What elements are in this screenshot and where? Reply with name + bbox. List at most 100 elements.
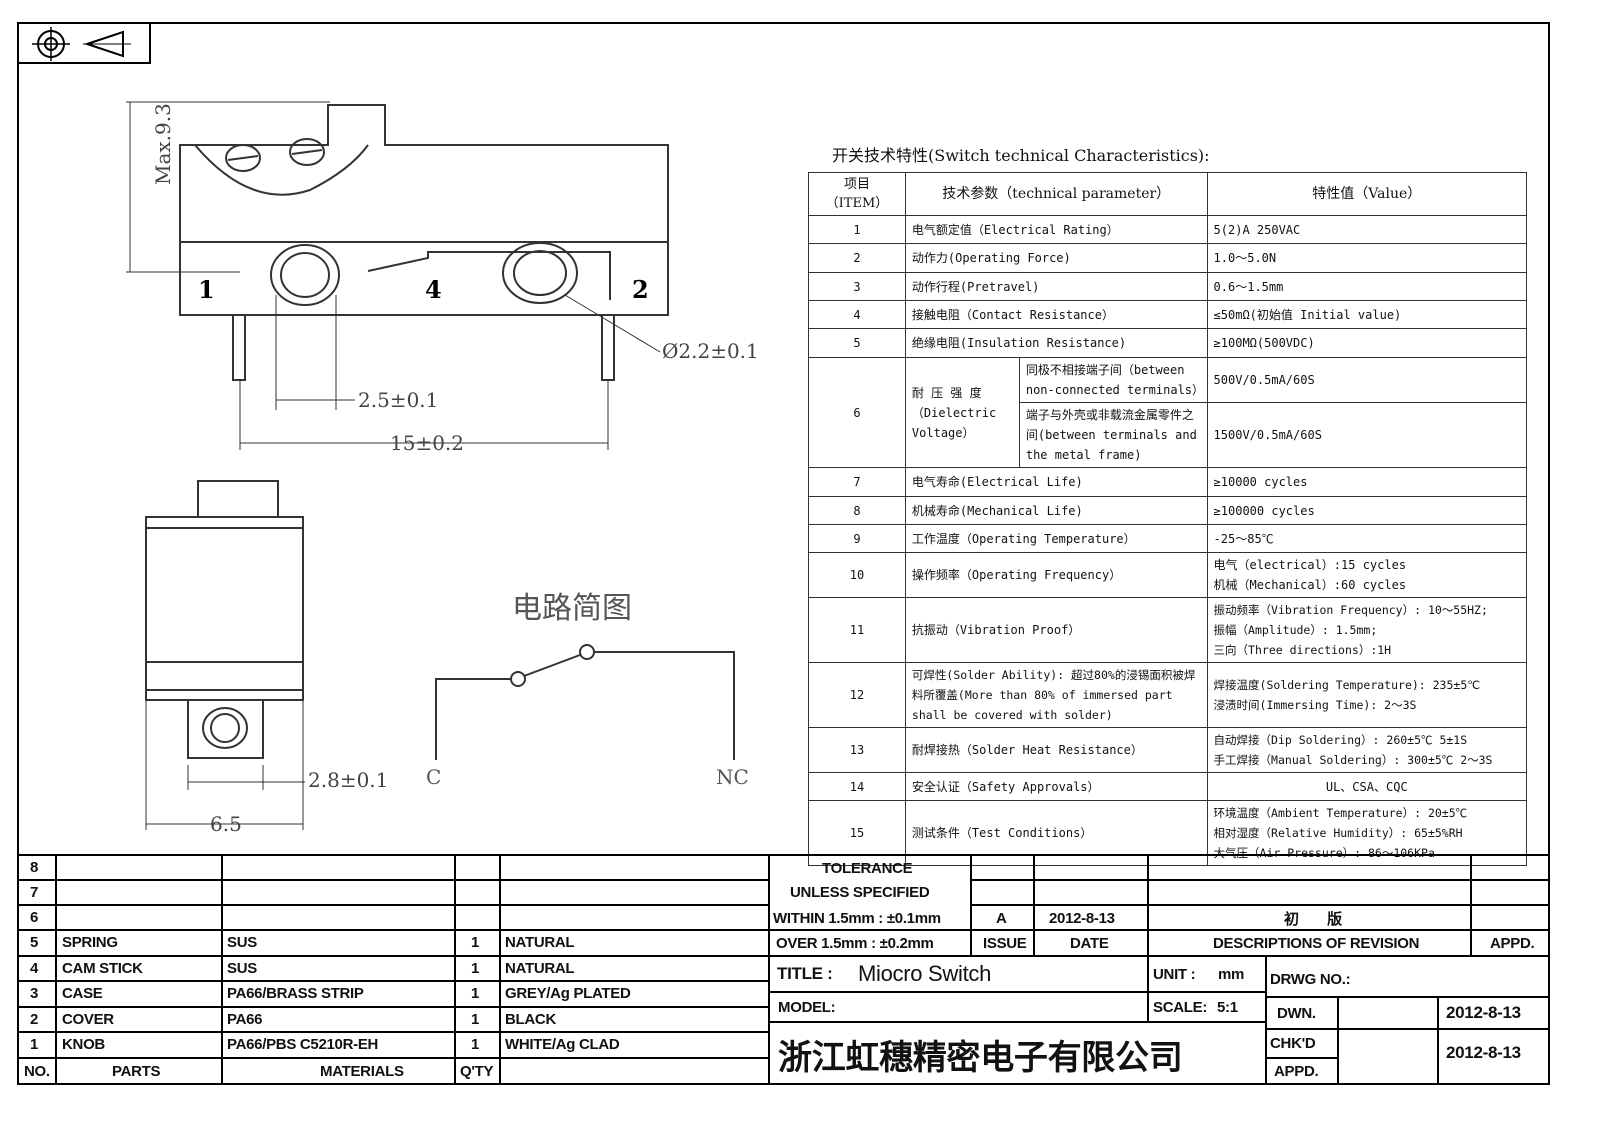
bom-material: PA66/BRASS STRIP [227, 985, 364, 1002]
item-no: 8 [808, 496, 906, 525]
tolerance-within: WITHIN 1.5mm : ±0.1mm [773, 909, 941, 927]
dwn-date: 2012-8-13 [1446, 1003, 1521, 1022]
appd-label: APPD. [1490, 934, 1535, 952]
param: 机械寿命(Mechanical Life) [904, 496, 1208, 525]
condition: 同极不相接端子间（between non-connected terminals… [1018, 357, 1208, 403]
bom-no: 4 [30, 960, 39, 977]
param: 工作温度（Operating Temperature） [904, 524, 1208, 553]
bom-no: 1 [30, 1036, 39, 1053]
bom-no: 5 [30, 934, 39, 951]
terminal-2-label: 2 [632, 275, 649, 304]
item-no: 4 [808, 300, 906, 329]
bom-no: 2 [30, 1011, 39, 1028]
bom-qty: 1 [471, 960, 480, 977]
value: 1.0～5.0N [1206, 243, 1528, 273]
spec-table: 项目 （ITEM） 技术参数（technical parameter） 特性值（… [808, 172, 1528, 866]
param: 动作力(Operating Force) [904, 243, 1208, 273]
header-param: 技术参数（technical parameter） [904, 172, 1208, 216]
bom-finish: WHITE/Ag CLAD [505, 1036, 620, 1053]
drawing-number-label: DRWG NO.: [1270, 970, 1351, 988]
circuit-label-nc: NC [716, 765, 749, 789]
item-no: 5 [808, 328, 906, 358]
bom-part: KNOB [62, 1036, 105, 1053]
unit-value: mm [1218, 965, 1245, 983]
bom-part: COVER [62, 1011, 114, 1028]
value: ≥100MΩ(500VDC) [1206, 328, 1528, 358]
bom-part: SPRING [62, 934, 118, 951]
value: 焊接温度(Soldering Temperature): 235±5℃ 浸渍时间… [1206, 662, 1528, 728]
bom-no: 8 [30, 859, 39, 876]
dim-length: 15±0.2 [390, 431, 464, 455]
value: -25～85℃ [1206, 524, 1528, 553]
unit-label: UNIT : [1153, 965, 1196, 983]
scale-value: 5:1 [1217, 998, 1238, 1016]
title-value: Miocro Switch [858, 961, 992, 986]
bom-header-materials: MATERIALS [320, 1062, 404, 1080]
item-no: 10 [808, 552, 906, 598]
item-no: 3 [808, 272, 906, 301]
bom-finish: BLACK [505, 1011, 556, 1028]
item-no: 12 [808, 662, 906, 728]
spec-title: 开关技术特性(Switch technical Characteristics)… [832, 146, 1210, 165]
param: 动作行程(Pretravel) [904, 272, 1208, 301]
tolerance-over: OVER 1.5mm : ±0.2mm [776, 934, 934, 952]
value: 5(2)A 250VAC [1206, 215, 1528, 244]
item-no: 6 [808, 357, 906, 468]
param: 电气额定值（Electrical Rating） [904, 215, 1208, 244]
bom-part: CASE [62, 985, 103, 1002]
dwn-label: DWN. [1277, 1004, 1316, 1022]
value: 自动焊接（Dip Soldering）: 260±5℃ 5±1S 手工焊接（Ma… [1206, 727, 1528, 773]
item-no: 13 [808, 727, 906, 773]
circuit-label-c: C [426, 765, 441, 789]
bom-finish: NATURAL [505, 934, 575, 951]
approved-label: APPD. [1274, 1062, 1319, 1080]
param: 接触电阻（Contact Resistance） [904, 300, 1208, 329]
bom-qty: 1 [471, 934, 480, 951]
param: 安全认证（Safety Approvals） [904, 772, 1208, 801]
value: UL、CSA、CQC [1206, 772, 1528, 801]
dim-hole: Ø2.2±0.1 [662, 339, 759, 363]
value: 振动频率（Vibration Frequency）: 10～55HZ; 振幅（A… [1206, 597, 1528, 663]
circuit-title: 电路简图 [512, 591, 632, 626]
terminal-4-label: 4 [425, 275, 442, 304]
header-item: 项目 （ITEM） [808, 172, 906, 216]
issue-label: ISSUE [983, 934, 1027, 952]
value: 0.6～1.5mm [1206, 272, 1528, 301]
bom-no: 3 [30, 985, 39, 1002]
projection-symbol [17, 22, 151, 64]
terminal-1-label: 1 [198, 275, 215, 304]
item-no: 14 [808, 772, 906, 801]
scale-label: SCALE: [1153, 998, 1208, 1016]
item-no: 11 [808, 597, 906, 663]
value: 1500V/0.5mA/60S [1206, 402, 1528, 468]
condition: 端子与外壳或非载流金属零件之间(between terminals and th… [1018, 402, 1208, 468]
tolerance-label: TOLERANCE [822, 859, 913, 877]
unless-specified-label: UNLESS SPECIFIED [790, 883, 930, 901]
revision-description: 初 版 [1284, 910, 1355, 928]
header-value: 特性值（Value） [1206, 172, 1528, 216]
item-no: 9 [808, 524, 906, 553]
value: ≤50mΩ(初始值 Initial value) [1206, 300, 1528, 329]
value: ≥10000 cycles [1206, 467, 1528, 497]
bom-finish: NATURAL [505, 960, 575, 977]
date-label: DATE [1070, 934, 1109, 952]
bom-qty: 1 [471, 1036, 480, 1053]
company-name: 浙江虹穗精密电子有限公司 [778, 1037, 1183, 1078]
chkd-date: 2012-8-13 [1446, 1043, 1521, 1062]
chkd-label: CHK'D [1270, 1034, 1316, 1052]
value: ≥100000 cycles [1206, 496, 1528, 525]
param: 绝缘电阻(Insulation Resistance) [904, 328, 1208, 358]
value: 电气（electrical）:15 cycles 机械（Mechanical）:… [1206, 552, 1528, 598]
